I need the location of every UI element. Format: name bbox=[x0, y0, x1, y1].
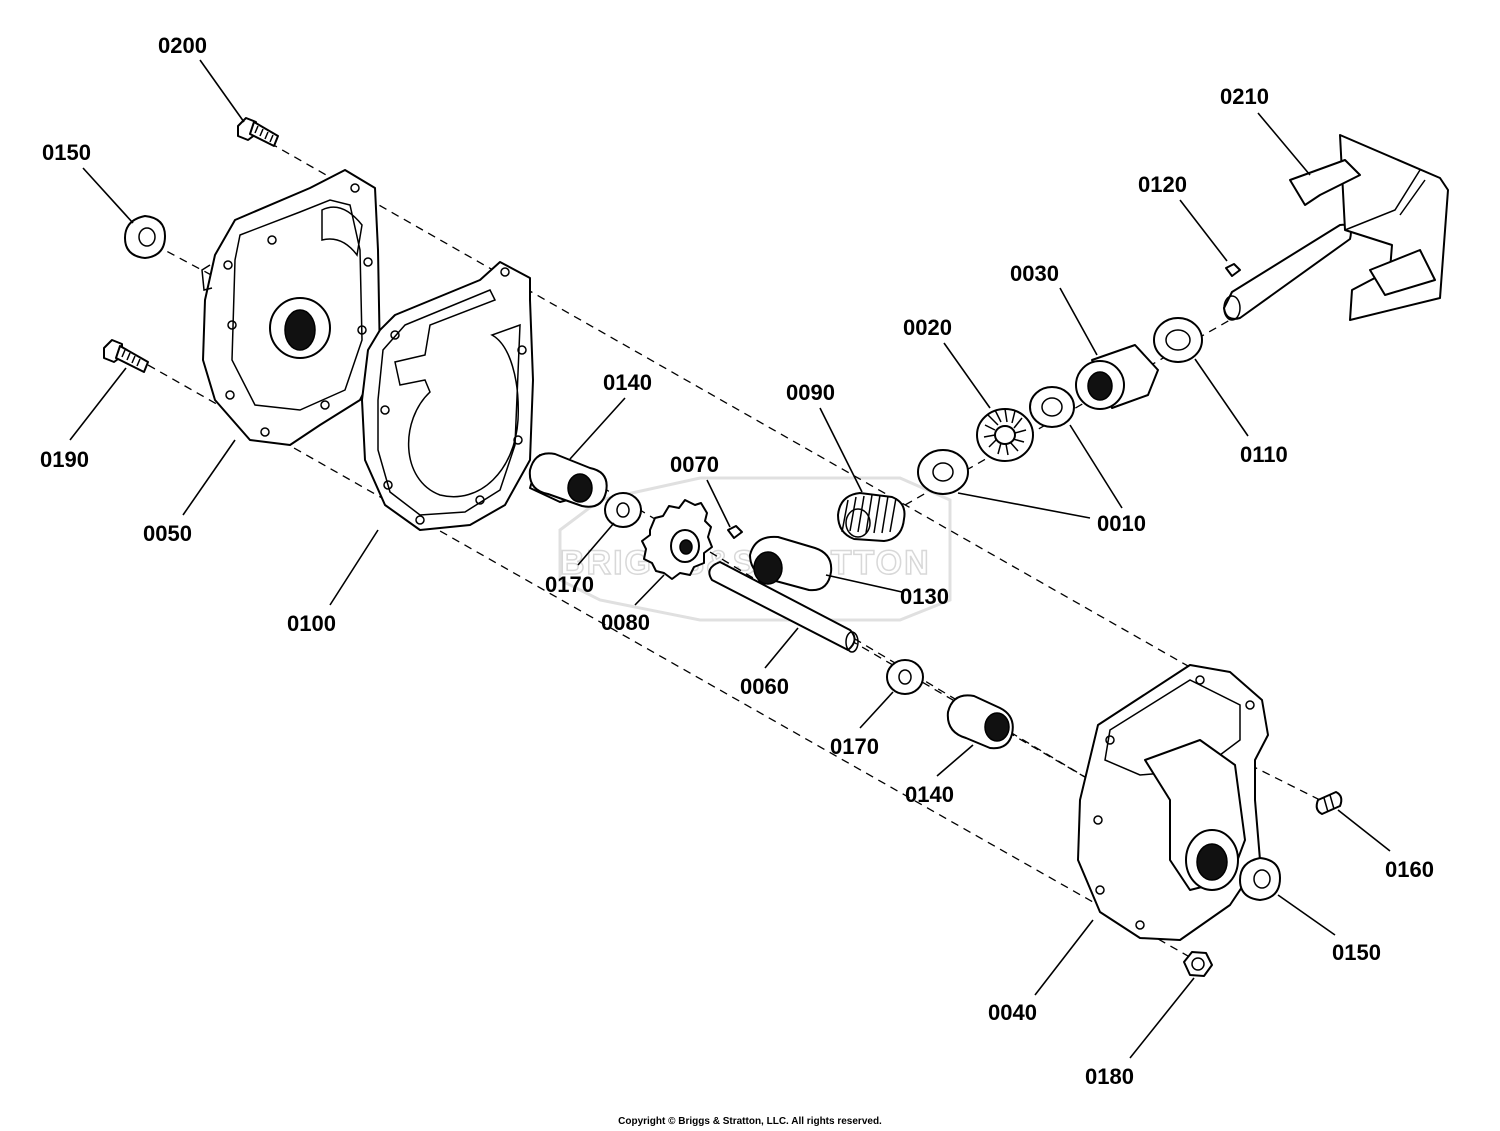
bolt-0200[interactable] bbox=[237, 117, 279, 147]
label-0010: 0010 bbox=[1097, 511, 1146, 536]
label-0070: 0070 bbox=[670, 452, 719, 477]
label-0050: 0050 bbox=[143, 521, 192, 546]
bearing-0140-left[interactable] bbox=[528, 452, 608, 508]
label-0180: 0180 bbox=[1085, 1064, 1134, 1089]
label-0030: 0030 bbox=[1010, 261, 1059, 286]
label-0150-left: 0150 bbox=[42, 140, 91, 165]
housing-0040[interactable] bbox=[1077, 664, 1269, 941]
label-0140-left: 0140 bbox=[603, 370, 652, 395]
label-0060: 0060 bbox=[740, 674, 789, 699]
label-0150-right: 0150 bbox=[1332, 940, 1381, 965]
label-0210: 0210 bbox=[1220, 84, 1269, 109]
label-0170-left: 0170 bbox=[545, 572, 594, 597]
watermark: BRIGGS&STRATTON bbox=[558, 476, 952, 622]
label-0110: 0110 bbox=[1240, 442, 1288, 467]
key-0120[interactable] bbox=[1225, 263, 1241, 277]
key-0070[interactable] bbox=[727, 525, 743, 539]
gasket-0100[interactable] bbox=[361, 261, 534, 531]
housing-0050[interactable] bbox=[201, 169, 381, 446]
thrust-bearing-0020[interactable] bbox=[976, 408, 1034, 462]
leader-lines bbox=[69, 59, 1391, 1059]
copyright-notice: Copyright © Briggs & Stratton, LLC. All … bbox=[618, 1116, 882, 1127]
bushing-0150-right[interactable] bbox=[1239, 857, 1281, 901]
label-0190: 0190 bbox=[40, 447, 89, 472]
washer-0170-right[interactable] bbox=[886, 659, 924, 695]
label-0100: 0100 bbox=[287, 611, 336, 636]
bolt-0190[interactable] bbox=[103, 339, 149, 373]
nut-0180[interactable] bbox=[1183, 951, 1213, 977]
washer-0170-left[interactable] bbox=[604, 492, 642, 528]
gear-0080[interactable] bbox=[641, 499, 713, 580]
collar-0030[interactable] bbox=[1075, 344, 1159, 410]
part-labels: 0200 0150 0190 0050 0100 0140 0170 0080 … bbox=[40, 33, 1434, 1089]
setscrew-0160[interactable] bbox=[1315, 791, 1343, 815]
bearing-0140-right[interactable] bbox=[946, 694, 1014, 750]
washer-0010-a[interactable] bbox=[917, 449, 969, 495]
label-0140-right: 0140 bbox=[905, 782, 954, 807]
shaft-0060[interactable] bbox=[708, 561, 859, 653]
washer-0010-b[interactable] bbox=[1029, 386, 1075, 428]
worm-0090[interactable] bbox=[837, 492, 906, 542]
washer-0110[interactable] bbox=[1153, 317, 1203, 363]
label-0040: 0040 bbox=[988, 1000, 1037, 1025]
impeller-shaft-0210[interactable] bbox=[1223, 134, 1449, 321]
label-0200: 0200 bbox=[158, 33, 207, 58]
label-0020: 0020 bbox=[903, 315, 952, 340]
label-0170-right: 0170 bbox=[830, 734, 879, 759]
label-0090: 0090 bbox=[786, 380, 835, 405]
label-0120: 0120 bbox=[1138, 172, 1187, 197]
label-0080: 0080 bbox=[601, 610, 650, 635]
bushing-0150-left[interactable] bbox=[124, 215, 166, 259]
label-0130: 0130 bbox=[900, 584, 949, 609]
label-0160: 0160 bbox=[1385, 857, 1434, 882]
bearing-0130[interactable] bbox=[749, 535, 833, 592]
